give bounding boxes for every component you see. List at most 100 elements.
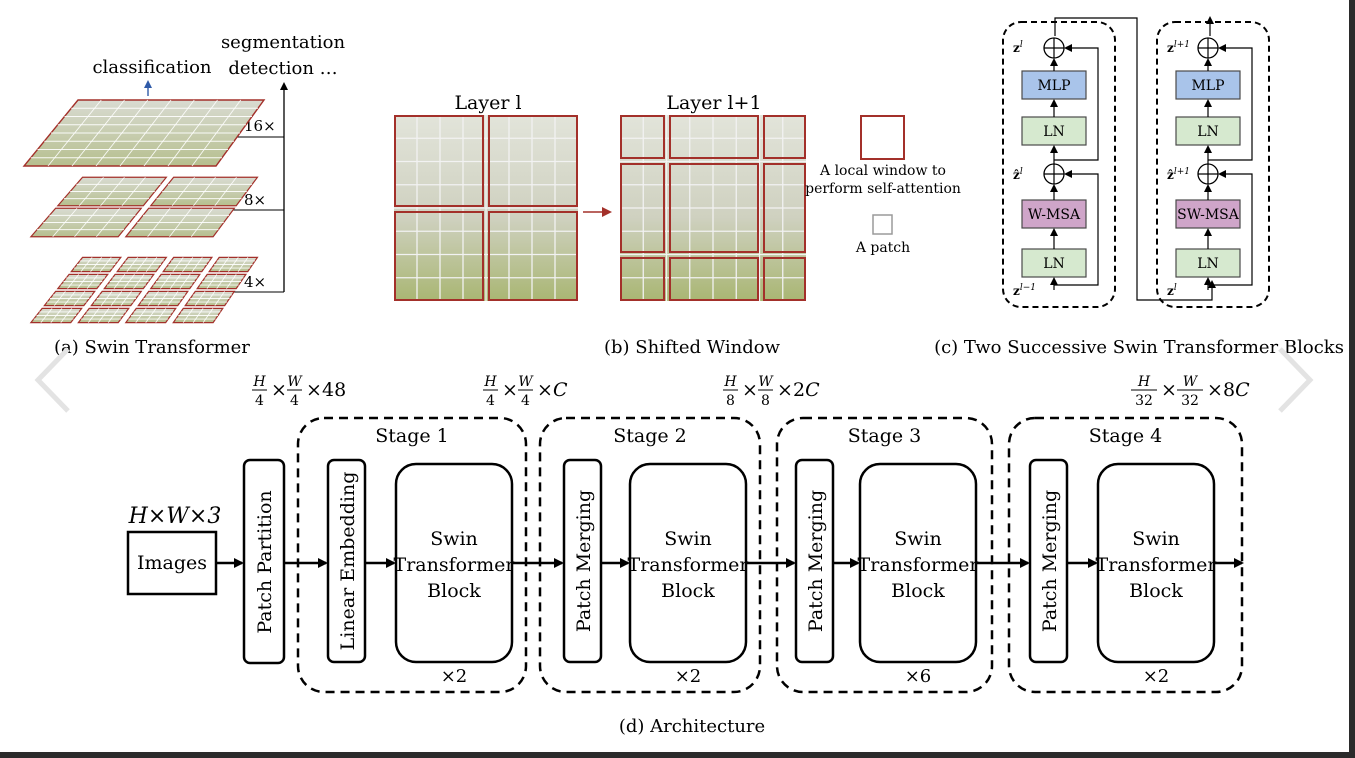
stage-1-block-line: Transformer [394, 554, 516, 576]
panel-d-architecture: H×W×3 Images Patch Partition H4×W4×48 St… [126, 374, 1250, 737]
sheet4-tile-grid-v [214, 291, 225, 306]
block1-attn-box [1021, 199, 1087, 229]
block1-residual-1 [1054, 170, 1099, 286]
sheet4-tile-grid-v [155, 308, 167, 323]
window-l1-1 [620, 115, 665, 159]
legend-patch-swatch [872, 214, 893, 235]
caption-d: (d) Architecture [619, 716, 765, 737]
block1-attn-label: W-MSA [1028, 207, 1081, 223]
caption-a: (a) Swin Transformer [54, 337, 250, 358]
block2-z-in: zl [1167, 283, 1177, 298]
grid16-line-v [167, 99, 218, 167]
stage-1-repeat: ×2 [441, 666, 468, 687]
layer-l1-image [620, 115, 806, 301]
window-l-bl [394, 211, 484, 301]
sheet4-tile-grid-v [237, 257, 249, 272]
sheet4-tile-grid-v [73, 291, 86, 306]
patch-partition-box [242, 458, 286, 665]
input-dims: H×W×3 [128, 504, 222, 529]
block2-ln_top-box [1175, 116, 1241, 146]
stage-1-dim-den: 4 [486, 393, 495, 409]
stage-1-block-line: Block [427, 580, 481, 602]
dim-partition-times: × [306, 379, 322, 401]
stage-2-block-line: Swin [664, 528, 712, 550]
window-l1-7 [620, 257, 665, 301]
block2-attn-box [1175, 199, 1241, 229]
stage-1-dim-factor-var: C [553, 379, 568, 401]
label-detection: detection … [228, 58, 337, 79]
chevron-left-icon[interactable] [30, 345, 80, 415]
block1-residual-2 [1054, 44, 1099, 161]
grid16-line-v [191, 99, 242, 167]
dim-partition-den: 4 [255, 393, 264, 409]
panel-a-swin-transformer: classification segmentation detection … … [22, 32, 346, 358]
window-l-br [488, 211, 578, 301]
block1-mlp-box [1021, 70, 1087, 100]
caption-b: (b) Shifted Window [604, 337, 781, 358]
window-l-tr [488, 115, 578, 207]
window-l1-5 [669, 163, 759, 253]
sheet4-tile-grid-v [86, 274, 99, 289]
scale-8x: 8× [244, 191, 266, 209]
block1-ln_bottom-label: LN [1043, 256, 1065, 272]
window-l1-2 [669, 115, 759, 159]
block1-mlp-label: MLP [1037, 78, 1070, 94]
sheet4-tile-grid-v [167, 291, 179, 306]
feature-map-8x [29, 176, 259, 238]
stage-4-dim-times: × [1161, 379, 1177, 401]
stage-4-frame [1007, 416, 1244, 694]
label-layer-l: Layer l [454, 92, 521, 114]
block1-z-in-sup: l−1 [1020, 283, 1036, 293]
stage-3-block-line: Transformer [858, 554, 980, 576]
stage-2-dim-factor-var: C [805, 379, 820, 401]
legend-window-line1: A local window to [819, 163, 946, 179]
block1-ln_top-label: LN [1043, 124, 1065, 140]
block2-ln_top-label: LN [1197, 124, 1219, 140]
stage-3-first-label: Patch Merging [805, 490, 827, 632]
dim-partition-den: 4 [290, 393, 299, 409]
stage-2-dim-den: 8 [761, 393, 770, 409]
sheet8-tile-grid-v [190, 207, 214, 238]
label-segmentation: segmentation [221, 32, 346, 53]
stage-1-dim-num: H [483, 374, 497, 390]
stage-1-dim: H4×W4×C [483, 374, 568, 409]
stage-3-block-line: Swin [894, 528, 942, 550]
legend-window-line2: perform self-attention [805, 181, 961, 197]
stage-3-block-line: Block [891, 580, 945, 602]
panel-b-shifted-window: Layer l Layer l+1 A local window to per [394, 92, 961, 358]
stage-1-first-box [326, 458, 367, 664]
stage-4-dim-factor: 8C [1223, 379, 1250, 401]
dim-partition-num: W [287, 374, 303, 390]
stage-1-first-label: Linear Embedding [337, 472, 359, 651]
window-l1-9 [763, 257, 806, 301]
window-l1-8 [669, 257, 759, 301]
label-classification: classification [92, 57, 211, 78]
feature-map-16x-grid [30, 99, 258, 167]
stage-2-dim-factor: 2C [793, 379, 820, 401]
chevron-right-icon[interactable] [1268, 345, 1318, 415]
stage-3-frame [775, 416, 994, 694]
stage-2-first-label: Patch Merging [573, 490, 595, 632]
block1-zhat: ẑl [1013, 167, 1023, 182]
stage-2-dim-times: × [777, 379, 793, 401]
block2-z-out: zl+1 [1167, 40, 1190, 55]
dim-partition: H4×W4×48 [252, 374, 346, 409]
sheet4-tile-grid-v [202, 308, 214, 323]
block2-mlp-label: MLP [1191, 78, 1224, 94]
stage-1-dim-factor: C [553, 379, 568, 401]
stage-3-title: Stage 3 [848, 425, 922, 447]
dim-after-partition: H4×W4×48 [252, 374, 346, 409]
sheet4-tile-grid-v [120, 291, 132, 306]
block1-ln_top-box [1021, 116, 1087, 146]
sheet4-tile-grid-v [99, 257, 112, 272]
stage-2-dim-num: H [723, 374, 737, 390]
